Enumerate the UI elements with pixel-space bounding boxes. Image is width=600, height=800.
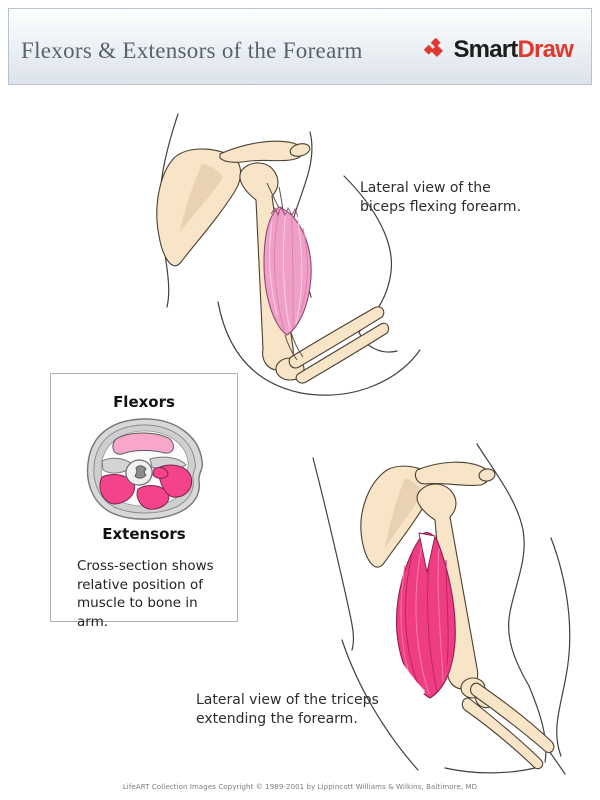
- biceps-caption: Lateral view of the biceps flexing forea…: [360, 179, 521, 217]
- triceps-extending-illustration: [312, 443, 571, 775]
- cross-section-inset-box: Flexors Extensors: [50, 373, 238, 630]
- copyright-credit: LifeART Collection Images Copyright © 19…: [122, 783, 478, 791]
- biceps-caption-line1: Lateral view of the: [360, 180, 491, 196]
- flexors-label: Flexors: [113, 393, 175, 411]
- smartdraw-logo[interactable]: SmartDraw: [424, 30, 574, 64]
- extensors-label: Extensors: [102, 525, 186, 543]
- brand-smart: Smart: [453, 35, 518, 63]
- triceps-caption-line2: extending the forearm.: [196, 711, 358, 727]
- biceps-caption-line2: biceps flexing forearm.: [360, 199, 522, 215]
- page-title: Flexors & Extensors of the Forearm: [21, 37, 363, 63]
- arm-cross-section-diagram: [86, 418, 204, 520]
- cross-section-description: Cross-section shows relative position of…: [77, 557, 237, 631]
- description-line2: relative position of: [77, 576, 203, 593]
- triceps-caption: Lateral view of the triceps extending th…: [196, 691, 379, 729]
- description-line1: Cross-section shows: [77, 558, 214, 574]
- description-line3: muscle to bone in: [77, 595, 198, 611]
- smartdraw-diamond-icon: [424, 37, 444, 57]
- triceps-caption-line1: Lateral view of the triceps: [196, 692, 379, 708]
- brand-draw: Draw: [517, 35, 574, 63]
- biceps-flexing-illustration: [156, 113, 421, 396]
- smartdraw-wordmark: SmartDraw: [453, 36, 573, 64]
- header-bar: Flexors & Extensors of the Forearm Smart…: [8, 8, 592, 85]
- description-line4: arm.: [77, 613, 109, 630]
